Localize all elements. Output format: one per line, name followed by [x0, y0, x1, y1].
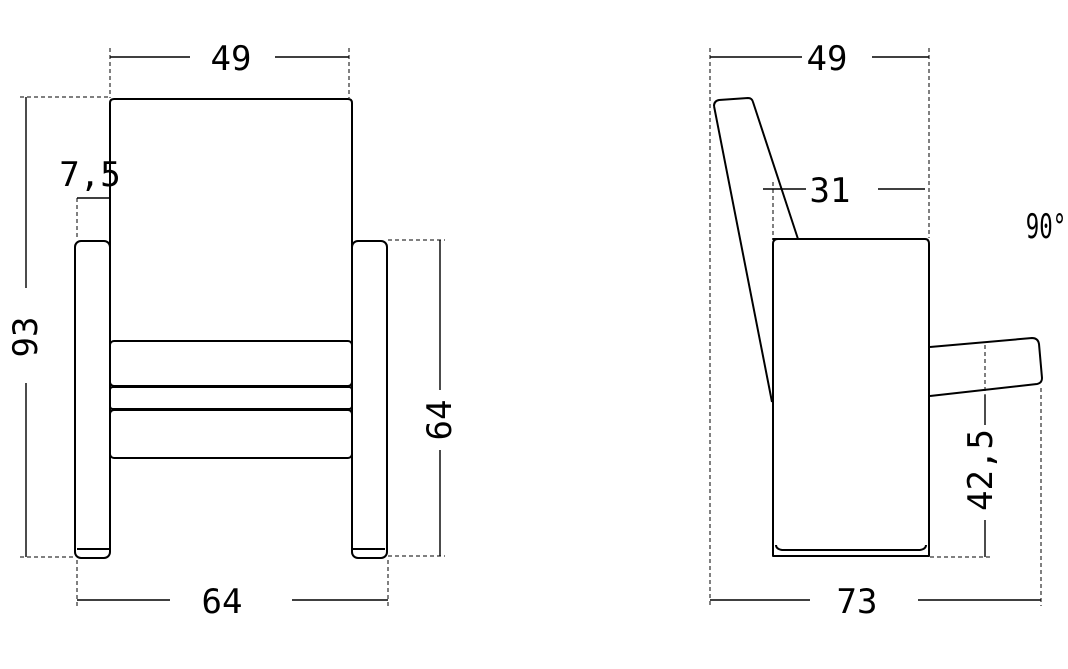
front-backrest	[109, 98, 353, 344]
side-view: 49 31 90° 42,5 73	[709, 39, 1066, 622]
side-width-top-label: 49	[807, 39, 848, 79]
side-armrest	[929, 337, 1043, 397]
side-seat-height-label: 42,5	[961, 429, 1001, 511]
side-seat-block	[772, 238, 930, 557]
front-armrest-height-label: 64	[420, 400, 460, 441]
side-total-depth-label: 73	[837, 582, 878, 622]
front-total-width-label: 64	[202, 582, 243, 622]
front-armrest-right	[351, 240, 388, 559]
front-seat-cushion-middle	[109, 386, 353, 410]
front-total-height-label: 93	[6, 317, 46, 358]
side-seat-depth-label: 31	[810, 171, 851, 211]
side-angle-label: 90°	[1026, 206, 1066, 246]
front-seat-base	[109, 409, 353, 459]
side-backrest	[713, 97, 799, 403]
front-width-top-label: 49	[211, 39, 252, 79]
side-seat-cushion	[775, 544, 927, 551]
front-view: 49 7,5 93 64 64	[6, 39, 460, 622]
front-seat-cushion-upper	[109, 340, 353, 387]
front-armrest-offset-label: 7,5	[59, 155, 120, 195]
front-armrest-left	[74, 240, 111, 559]
